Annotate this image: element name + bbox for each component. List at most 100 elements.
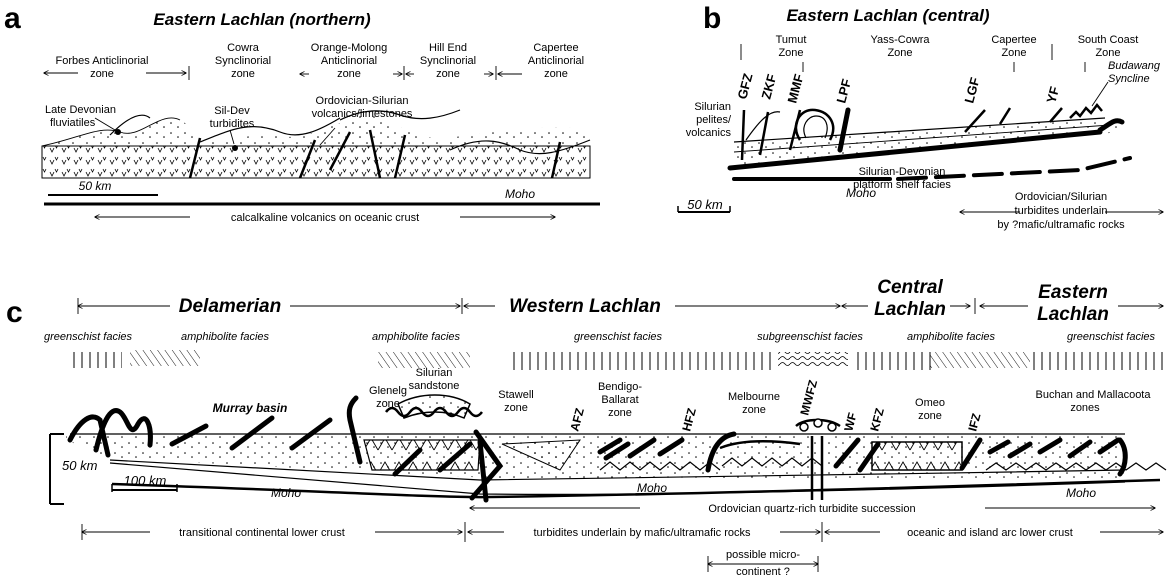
fault-yf: YF xyxy=(1043,85,1062,105)
panel-a-zone-headers: Forbes Anticlinorial zone Cowra Synclino… xyxy=(44,42,584,80)
fault-lpf: LPF xyxy=(833,77,854,105)
zone-cowra-name: Cowra xyxy=(227,42,260,54)
label-silurian: Silurian xyxy=(694,101,731,113)
leader-budawang xyxy=(1092,82,1108,106)
region-delamerian: Delamerian xyxy=(179,296,281,317)
label-omeo-zone: zone xyxy=(918,410,942,422)
zone-orange-suffix: zone xyxy=(337,68,361,80)
region-western: Western Lachlan xyxy=(509,296,661,317)
panel-a-letter: a xyxy=(4,2,21,35)
zone-forbes-suffix: zone xyxy=(90,68,114,80)
region-central-1: Central xyxy=(877,277,943,298)
label-buchan-zones: zones xyxy=(1070,402,1100,414)
strip-mixed xyxy=(852,352,936,370)
label-silurian-devonian: Silurian-Devonian xyxy=(859,166,946,178)
strip-amphibolite-3 xyxy=(930,352,1030,368)
label-late-devonian: Late Devonian xyxy=(45,104,116,116)
fault-zkf: ZKF xyxy=(758,72,779,100)
label-ballarat: Ballarat xyxy=(601,394,638,406)
moho-label-c2: Moho xyxy=(637,481,667,495)
label-silurian-c: Silurian xyxy=(416,367,453,379)
label-sildev: Sil-Dev xyxy=(214,105,250,117)
facies-subgreenschist: subgreenschist facies xyxy=(757,331,863,343)
strip-amphibolite-2 xyxy=(378,352,470,368)
zone-capertee-type: Anticlinorial xyxy=(528,55,584,67)
zone-cowra-type: Synclinorial xyxy=(215,55,271,67)
zone-hillend-suffix: zone xyxy=(436,68,460,80)
label-melbourne: Melbourne xyxy=(728,391,780,403)
zone-orange-type: Anticlinorial xyxy=(321,55,377,67)
label-continent: continent ? xyxy=(736,566,790,578)
facies-amphibolite-1: amphibolite facies xyxy=(181,331,270,343)
depth-label: 50 km xyxy=(62,458,98,473)
label-turb-mafic: turbidites underlain by mafic/ultramafic… xyxy=(533,527,751,539)
strip-greenschist-3 xyxy=(1030,352,1168,370)
label-buchan: Buchan and Mallacoota xyxy=(1036,389,1152,401)
mwfz-dot-3 xyxy=(828,423,836,431)
label-stawell-zone: zone xyxy=(504,402,528,414)
budawang-fold xyxy=(1070,105,1102,118)
label-volcanics-limestones: volcanics/limestones xyxy=(312,108,413,120)
region-central-2: Lachlan xyxy=(874,299,946,320)
fault-mwfz: MWFZ xyxy=(797,378,820,416)
zone-forbes-label: Forbes Anticlinorial xyxy=(56,55,149,67)
panel-b-letter: b xyxy=(703,2,721,35)
fault-lgf: LGF xyxy=(961,76,982,105)
zone-yass: Yass-Cowra xyxy=(870,34,930,46)
fault-mmf: MMF xyxy=(784,72,806,105)
panel-a-section xyxy=(42,110,590,178)
volcanic-basement-a xyxy=(42,146,590,178)
moho-label-c3: Moho xyxy=(1066,486,1096,500)
moho-label-a: Moho xyxy=(505,187,535,201)
label-melbourne-zone: zone xyxy=(742,404,766,416)
strip-subgreenschist xyxy=(778,352,848,368)
fault-kfz: KFZ xyxy=(867,407,887,433)
moho-label-c1: Moho xyxy=(271,486,301,500)
panel-a-title: Eastern Lachlan (northern) xyxy=(153,10,371,29)
panel-b-title: Eastern Lachlan (central) xyxy=(786,6,989,25)
label-omeo: Omeo xyxy=(915,397,945,409)
region-eastern-1: Eastern xyxy=(1038,282,1108,303)
label-ord-sil: Ordovician/Silurian xyxy=(1015,191,1107,203)
fault-afz: AFZ xyxy=(567,407,587,433)
fault-hfz: HFZ xyxy=(679,407,699,433)
label-bendigo-zone: zone xyxy=(608,407,632,419)
facies-greenschist-3: greenschist facies xyxy=(1067,331,1156,343)
label-glenelg-zone: zone xyxy=(376,398,400,410)
panel-c: c Delamerian Western Lachlan Central Lac… xyxy=(6,276,1168,578)
label-murray-basin: Murray basin xyxy=(213,401,288,415)
moho-label-b: Moho xyxy=(846,186,876,200)
label-volcanics-b: volcanics xyxy=(686,127,732,139)
panel-a: a Eastern Lachlan (northern) Forbes Anti… xyxy=(4,2,600,224)
scale-label-c: 100 km xyxy=(124,473,167,488)
zone-capertee-suffix: zone xyxy=(544,68,568,80)
label-mafic-b: by ?mafic/ultramafic rocks xyxy=(997,219,1125,231)
label-bendigo: Bendigo- xyxy=(598,381,642,393)
section-fill xyxy=(66,434,1125,478)
label-sandstone: sandstone xyxy=(409,380,460,392)
zone-capertee-b: Capertee xyxy=(991,34,1036,46)
zone-hillend-type: Synclinorial xyxy=(420,55,476,67)
fault-wf: WF xyxy=(841,411,859,433)
fault-gfz: GFZ xyxy=(734,72,755,101)
label-pelites: pelites/ xyxy=(696,114,732,126)
strip-greenschist-1 xyxy=(72,352,122,368)
label-transitional: transitional continental lower crust xyxy=(179,527,345,539)
strip-amphibolite-1 xyxy=(130,350,200,366)
label-fluviatiles: fluviatiles xyxy=(50,117,96,129)
strip-greenschist-2 xyxy=(512,352,776,370)
facies-greenschist-1: greenschist facies xyxy=(44,331,133,343)
fault-ifz: IFZ xyxy=(965,412,983,433)
marker-dot-1 xyxy=(115,129,121,135)
facies-amphibolite-2: amphibolite facies xyxy=(372,331,461,343)
zone-yass-suffix: Zone xyxy=(887,47,912,59)
mwfz-dot-2 xyxy=(814,419,822,427)
facies-greenschist-2: greenschist facies xyxy=(574,331,663,343)
label-stawell: Stawell xyxy=(498,389,533,401)
label-turbidites-underlain: turbidites underlain xyxy=(1015,205,1108,217)
label-turbidites: turbidites xyxy=(210,118,255,130)
scale-label-b: 50 km xyxy=(687,197,723,212)
panel-c-letter: c xyxy=(6,296,23,329)
label-possible-micro: possible micro- xyxy=(726,549,800,561)
